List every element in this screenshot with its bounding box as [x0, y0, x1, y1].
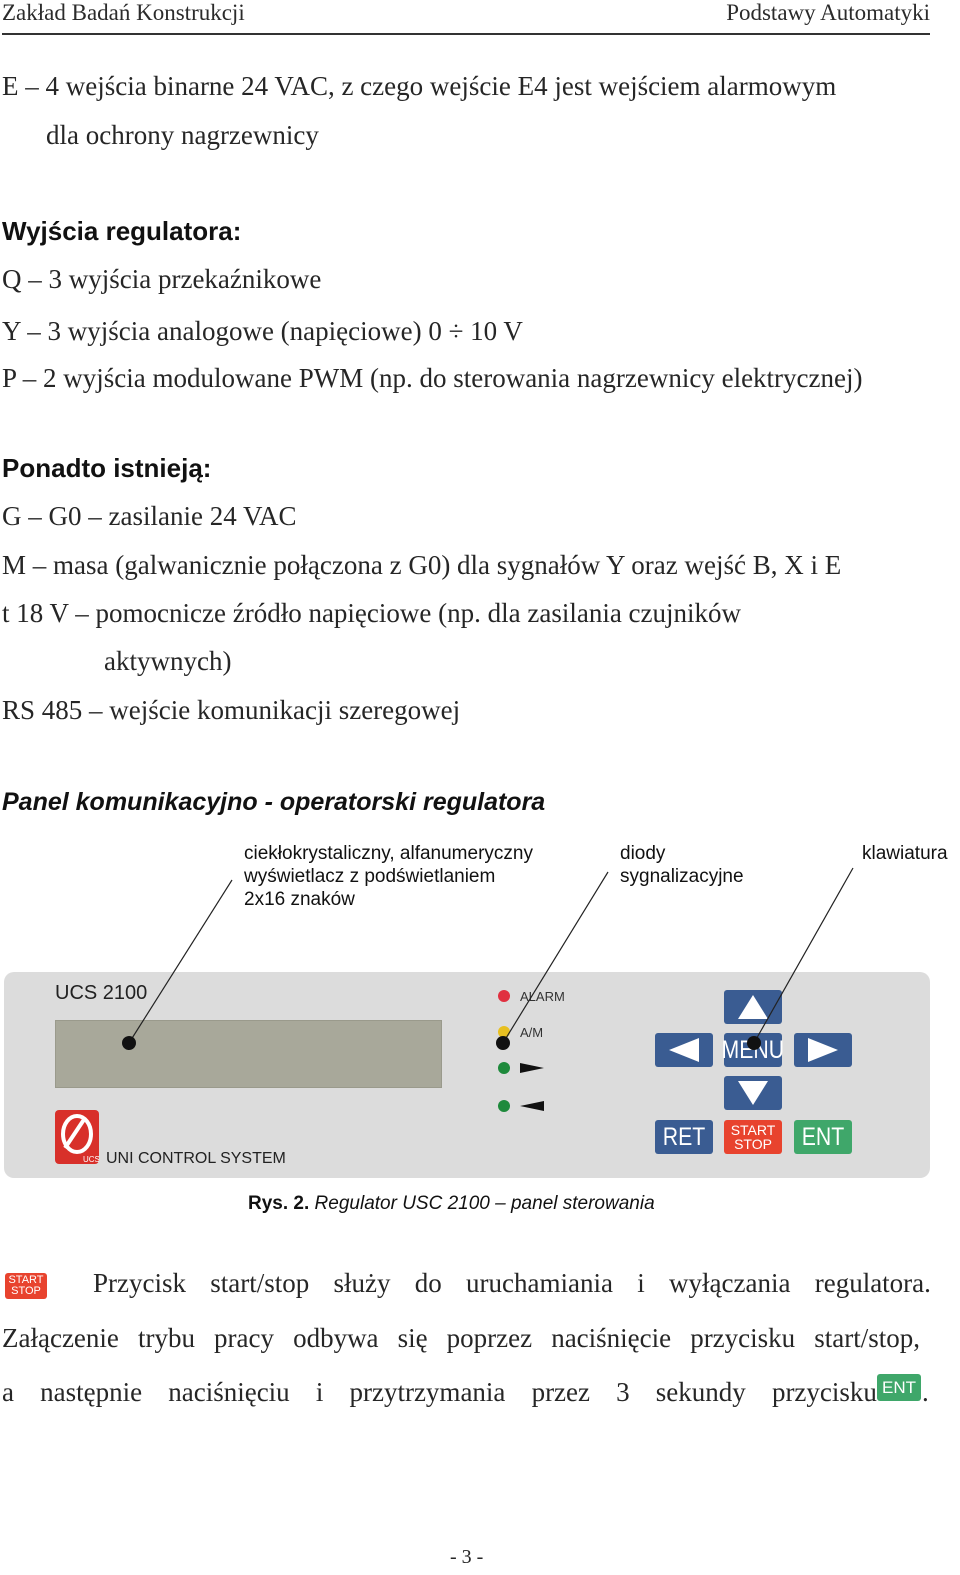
start-key-label: START [730, 1122, 776, 1138]
ret-key[interactable]: RET [655, 1120, 713, 1154]
additional-item: aktywnych) [104, 646, 232, 676]
description-word: trybu [137, 1323, 195, 1353]
description-word: 3 [616, 1377, 630, 1407]
am-led [498, 1026, 510, 1038]
input-e-line1: E – 4 wejścia binarne 24 VAC, z czego we… [2, 71, 837, 101]
start-icon-label: START [8, 1274, 44, 1286]
description-line2: Załączenie trybu pracy odbywa się poprzez naci… [2, 1323, 920, 1354]
ucs-logo-icon: UCS [55, 1110, 100, 1164]
additional-item: G – G0 – zasilanie 24 VAC [2, 501, 297, 531]
description-word: start/stop, [814, 1323, 920, 1353]
down-key[interactable] [724, 1076, 782, 1110]
callout-leds: diody sygnalizacyjne [620, 843, 744, 887]
start-stop-key[interactable]: START STOP [724, 1120, 782, 1154]
additional-item: M – masa (galwanicznie połączona z G0) d… [2, 550, 842, 580]
input-e-line2: dla ochrony nagrzewnicy [46, 120, 319, 150]
left-triangle-icon [520, 1099, 546, 1118]
description-word: Przycisk [93, 1268, 186, 1298]
alarm-led [498, 990, 510, 1002]
device-model: UCS 2100 [55, 982, 148, 1004]
description-word: wyłączania [669, 1268, 791, 1298]
down-arrow-icon [738, 1081, 768, 1105]
description-word: sekundy [655, 1377, 746, 1407]
alarm-led-label: ALARM [520, 989, 565, 1004]
start-stop-icon: START STOP [5, 1273, 47, 1299]
page-number: - 3 - [450, 1546, 484, 1568]
left-arrow-icon [669, 1038, 699, 1062]
additional-item: t 18 V – pomocnicze źródło napięciowe (n… [2, 598, 742, 628]
right-arrow-icon [808, 1038, 838, 1062]
description-word: przytrzymania [349, 1377, 506, 1407]
description-word: a [2, 1377, 14, 1407]
description-word: pracy [214, 1323, 274, 1353]
description-word: służy [333, 1268, 391, 1298]
up-key[interactable] [724, 990, 782, 1024]
device-brand: UNI CONTROL SYSTEM [106, 1150, 286, 1167]
output-item: Y – 3 wyjścia analogowe (napięciowe) 0 ÷… [2, 316, 523, 346]
callout-display: ciekłokrystaliczny, alfanumeryczny wyświ… [244, 843, 533, 910]
description-word: start/stop [210, 1268, 310, 1298]
callout-keyboard: klawiatura [862, 843, 948, 864]
additional-heading: Ponadto istnieją: [2, 453, 212, 483]
description-line3-end: . [922, 1377, 929, 1407]
header-right: Podstawy Automatyki [726, 0, 930, 25]
ent-key[interactable]: ENT [794, 1120, 852, 1154]
description-word: przez [531, 1377, 591, 1407]
panel-heading: Panel komunikacyjno - operatorski regula… [2, 788, 546, 816]
description-word: i [315, 1377, 324, 1407]
right-triangle-icon [520, 1061, 546, 1080]
outputs-heading: Wyjścia regulatora: [2, 216, 242, 246]
ret-key-label: RET [662, 1122, 706, 1151]
description-word: i [637, 1268, 645, 1298]
description-word: Załączenie [2, 1323, 119, 1353]
description-word: naciśnięciu [168, 1377, 290, 1407]
header-left: Zakład Badań Konstrukcji [2, 0, 245, 25]
caption-number: Rys. 2. [248, 1193, 310, 1214]
input-led [498, 1100, 510, 1112]
output-item: P – 2 wyjścia modulowane PWM (np. do ste… [2, 363, 863, 393]
output-led [498, 1062, 510, 1074]
logo-text: UCS [83, 1155, 99, 1164]
lcd-display [55, 1020, 442, 1088]
ent-icon-label: ENT [882, 1377, 916, 1397]
description-word: naciśnięcie [551, 1323, 672, 1353]
ent-key-label: ENT [801, 1122, 845, 1151]
stop-key-label: STOP [734, 1136, 772, 1152]
description-word: poprzez [446, 1323, 533, 1353]
description-line3: a następnie naciśnięciu i przytrzymania przez… [2, 1377, 877, 1408]
ent-icon: ENT [877, 1374, 921, 1401]
description-word: do [414, 1268, 442, 1298]
description-word: regulatora. [814, 1268, 931, 1298]
caption-text: Regulator USC 2100 – panel sterowania [309, 1193, 655, 1214]
right-key[interactable] [794, 1033, 852, 1067]
stop-icon-label: STOP [11, 1285, 41, 1297]
figure-caption: Rys. 2. Regulator USC 2100 – panel stero… [248, 1193, 655, 1215]
description-word: odbywa [293, 1323, 379, 1353]
output-item: Q – 3 wyjścia przekaźnikowe [2, 264, 322, 294]
additional-item: RS 485 – wejście komunikacji szeregowej [2, 695, 461, 725]
description-word: przycisku [690, 1323, 796, 1353]
left-key[interactable] [655, 1033, 713, 1067]
header-rule [2, 33, 930, 35]
up-arrow-icon [738, 995, 768, 1019]
description-word: się [397, 1323, 428, 1353]
description-word: uruchamiania [466, 1268, 613, 1298]
description-word: następnie [40, 1377, 143, 1407]
callout-leader-lines [122, 867, 854, 1050]
am-led-label: A/M [520, 1025, 544, 1040]
description-word: przycisku [771, 1377, 877, 1407]
